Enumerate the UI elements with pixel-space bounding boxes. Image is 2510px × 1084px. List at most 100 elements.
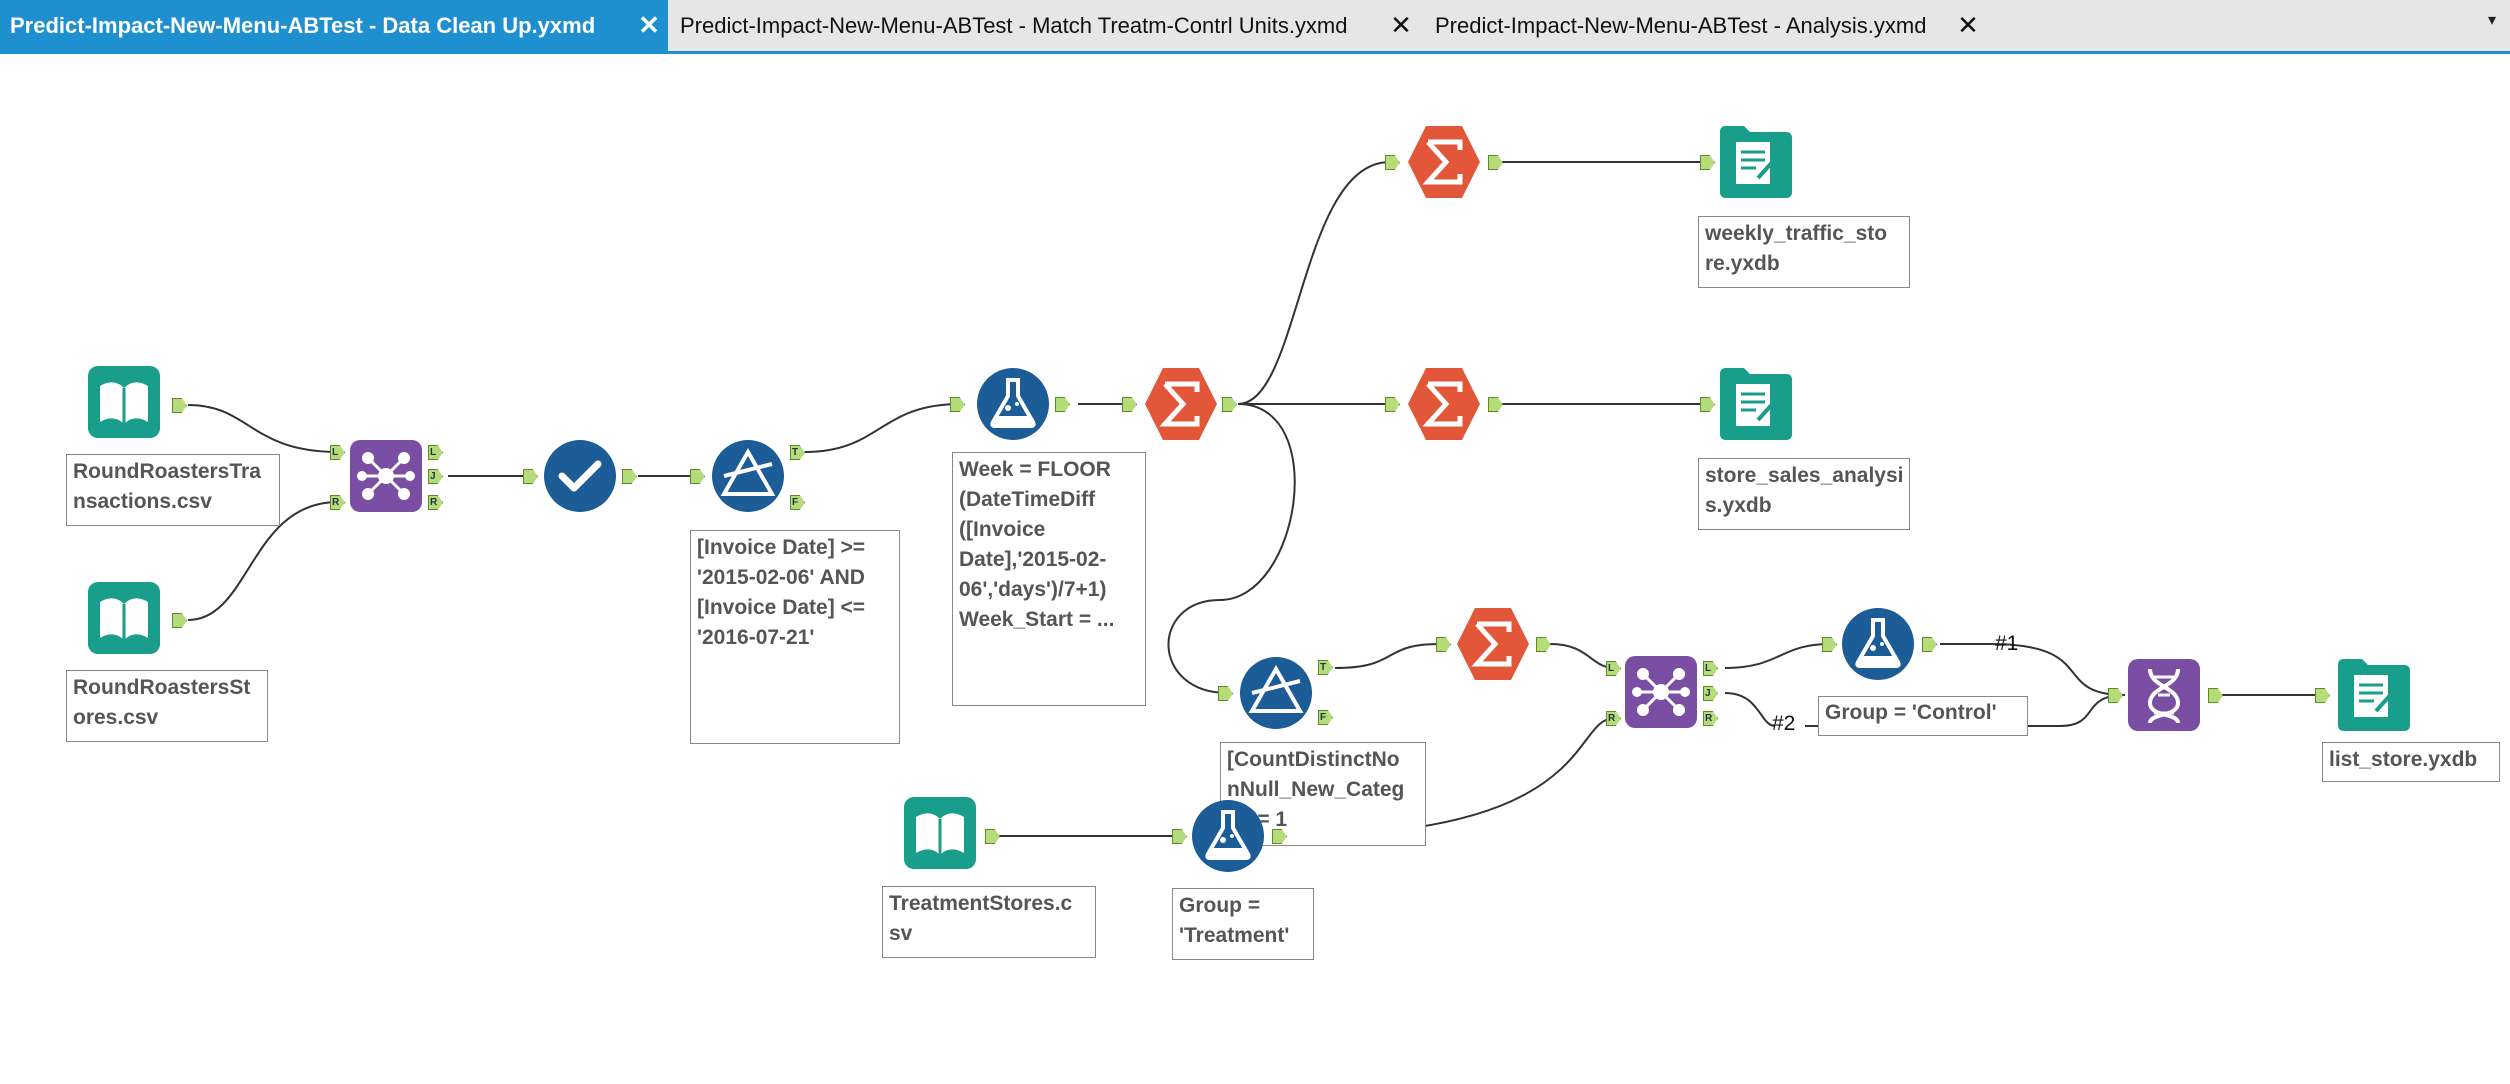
annotation-treatment-input: TreatmentStores.c sv xyxy=(882,886,1096,958)
input-port[interactable] xyxy=(2108,688,2123,703)
input-port[interactable] xyxy=(1172,829,1187,844)
annotation-weekly-output: weekly_traffic_sto re.yxdb xyxy=(1698,216,1910,288)
join-output-right-port[interactable]: R xyxy=(1703,711,1718,726)
output-port[interactable] xyxy=(1536,637,1551,652)
check-icon xyxy=(544,440,616,512)
close-icon[interactable]: ✕ xyxy=(1957,10,1979,40)
union-tool[interactable] xyxy=(2126,657,2202,733)
book-icon xyxy=(88,582,160,654)
join-icon xyxy=(1625,656,1697,728)
output-port[interactable] xyxy=(2208,688,2223,703)
input-port[interactable] xyxy=(2315,688,2330,703)
filter-tool-2[interactable] xyxy=(1238,655,1314,731)
input-port[interactable] xyxy=(1385,397,1400,412)
summarize-tool-mid[interactable] xyxy=(1406,366,1482,442)
output-port[interactable] xyxy=(172,398,187,413)
output-tool-weekly[interactable] xyxy=(1718,124,1794,200)
sigma-icon xyxy=(1408,368,1480,440)
annotation-formula-week: Week = FLOOR (DateTimeDiff ([Invoice Dat… xyxy=(952,452,1146,706)
join-output-left-port[interactable]: L xyxy=(428,445,443,460)
wire xyxy=(804,403,961,453)
filter-icon xyxy=(1240,657,1312,729)
flask-icon xyxy=(1842,608,1914,680)
sigma-icon xyxy=(1408,126,1480,198)
annotation-sales-output: store_sales_analysi s.yxdb xyxy=(1698,458,1910,530)
tab-data-clean-up[interactable]: Predict-Impact-New-Menu-ABTest - Data Cl… xyxy=(0,0,668,51)
input-tool-stores[interactable] xyxy=(86,580,162,656)
join-output-right-port[interactable]: R xyxy=(428,495,443,510)
formula-tool-control[interactable] xyxy=(1840,606,1916,682)
wire-label-2: #2 xyxy=(1772,712,1796,735)
output-port[interactable] xyxy=(1922,637,1937,652)
tab-match-treatment-control[interactable]: Predict-Impact-New-Menu-ABTest - Match T… xyxy=(670,0,1425,51)
formula-tool-week[interactable] xyxy=(975,366,1051,442)
wire xyxy=(1940,643,2126,696)
input-port[interactable] xyxy=(950,397,965,412)
join-output-join-port[interactable]: J xyxy=(1703,686,1718,701)
join-tool-2[interactable] xyxy=(1623,654,1699,730)
formula-tool-treatment[interactable] xyxy=(1190,798,1266,874)
join-input-right-port[interactable]: R xyxy=(330,495,345,510)
summarize-tool-low[interactable] xyxy=(1455,606,1531,682)
output-port[interactable] xyxy=(1055,397,1070,412)
close-icon[interactable]: ✕ xyxy=(638,10,660,40)
output-port[interactable] xyxy=(1222,397,1237,412)
join-output-join-port[interactable]: J xyxy=(428,469,443,484)
annotation-list-output: list_store.yxdb xyxy=(2322,742,2500,782)
output-port[interactable] xyxy=(622,469,637,484)
join-output-left-port[interactable]: L xyxy=(1703,661,1718,676)
flask-icon xyxy=(977,368,1049,440)
output-icon xyxy=(1720,126,1792,198)
annotation-filter-1: [Invoice Date] >= '2015-02-06' AND [Invo… xyxy=(690,530,900,744)
tab-bar: Predict-Impact-New-Menu-ABTest - Data Cl… xyxy=(0,0,2510,54)
input-port[interactable] xyxy=(523,469,538,484)
join-input-right-port[interactable]: R xyxy=(1606,711,1621,726)
join-input-left-port[interactable]: L xyxy=(330,445,345,460)
filter-true-port[interactable]: T xyxy=(790,445,805,460)
tab-label: Predict-Impact-New-Menu-ABTest - Data Cl… xyxy=(10,12,596,38)
output-tool-sales[interactable] xyxy=(1718,366,1794,442)
flask-icon xyxy=(1192,800,1264,872)
input-port[interactable] xyxy=(1700,155,1715,170)
wire xyxy=(1724,692,1776,727)
wire xyxy=(1167,403,1296,694)
annotation-formula-treatment: Group = 'Treatment' xyxy=(1172,888,1314,960)
wire xyxy=(1237,161,1391,405)
input-port[interactable] xyxy=(1700,397,1715,412)
input-port[interactable] xyxy=(1436,637,1451,652)
input-port[interactable] xyxy=(1385,155,1400,170)
join-icon xyxy=(350,440,422,512)
output-port[interactable] xyxy=(1272,829,1287,844)
output-port[interactable] xyxy=(1488,155,1503,170)
input-tool-treatment[interactable] xyxy=(902,795,978,871)
input-port[interactable] xyxy=(1122,397,1137,412)
summarize-tool-1[interactable] xyxy=(1143,366,1219,442)
output-port[interactable] xyxy=(172,613,187,628)
annotation-transactions: RoundRoastersTra nsactions.csv xyxy=(66,454,280,526)
union-icon xyxy=(2128,659,2200,731)
join-tool-1[interactable] xyxy=(348,438,424,514)
filter-false-port[interactable]: F xyxy=(1318,710,1333,725)
wire xyxy=(187,501,339,621)
filter-false-port[interactable]: F xyxy=(790,495,805,510)
close-icon[interactable]: ✕ xyxy=(1390,10,1412,40)
workflow-canvas[interactable]: RoundRoastersTra nsactions.csv RoundRoas… xyxy=(0,54,2510,1084)
input-port[interactable] xyxy=(1822,637,1837,652)
output-icon xyxy=(1720,368,1792,440)
tab-analysis[interactable]: Predict-Impact-New-Menu-ABTest - Analysi… xyxy=(1425,0,1995,51)
select-tool[interactable] xyxy=(542,438,618,514)
join-input-left-port[interactable]: L xyxy=(1606,661,1621,676)
output-port[interactable] xyxy=(985,829,1000,844)
output-port[interactable] xyxy=(1488,397,1503,412)
input-tool-transactions[interactable] xyxy=(86,364,162,440)
wire xyxy=(1549,643,1616,669)
summarize-tool-top[interactable] xyxy=(1406,124,1482,200)
wire xyxy=(1724,643,1831,669)
filter-true-port[interactable]: T xyxy=(1318,660,1333,675)
input-port[interactable] xyxy=(1218,686,1233,701)
input-port[interactable] xyxy=(690,469,705,484)
tab-menu-chevron-icon[interactable]: ▾ xyxy=(2487,12,2496,29)
output-tool-list[interactable] xyxy=(2336,657,2412,733)
filter-tool-1[interactable] xyxy=(710,438,786,514)
wire xyxy=(187,404,339,453)
